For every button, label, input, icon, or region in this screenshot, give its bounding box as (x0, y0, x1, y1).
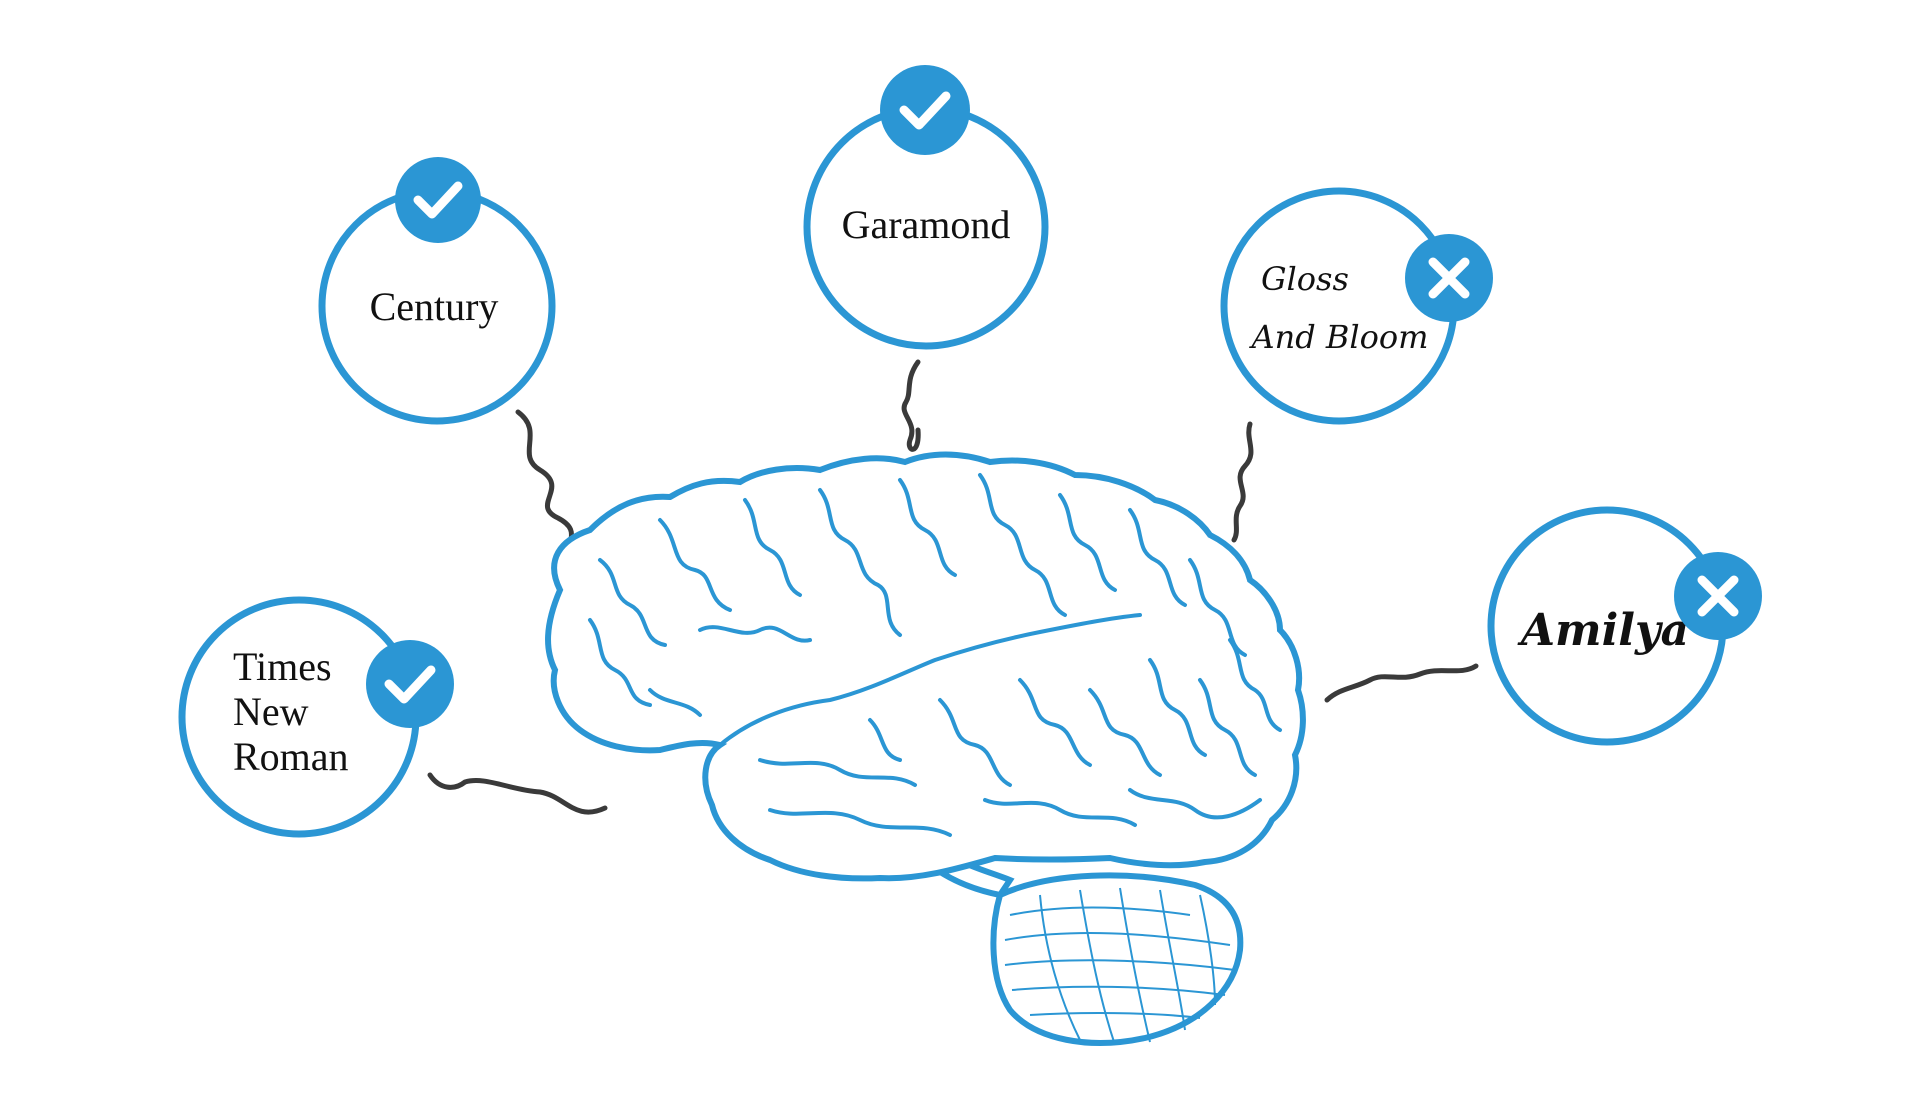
font-label-times-new-roman: Times New Roman (233, 644, 349, 779)
font-label-century: Century (370, 284, 499, 329)
bubble-century: Century (318, 157, 556, 425)
cerebellum-hatching (1004, 887, 1236, 1046)
lateral-fissure (718, 613, 1142, 747)
font-label-garamond: Garamond (842, 202, 1011, 247)
x-icon (1405, 234, 1493, 322)
check-icon (366, 640, 454, 728)
font-label-amilya: Amilya (1517, 605, 1689, 656)
check-icon (395, 157, 481, 243)
brain-gyri (588, 473, 1282, 837)
bubble-times-new-roman: Times New Roman (178, 596, 454, 838)
check-icon (880, 65, 970, 155)
bubble-garamond: Garamond (803, 65, 1049, 350)
cerebellum (990, 872, 1244, 1046)
connector-amilya (1324, 663, 1479, 703)
brain-illustration (545, 451, 1306, 1046)
connector-times-new-roman (427, 772, 608, 815)
bubble-amilya: Amilya (1487, 506, 1762, 746)
bubble-gloss-and-bloom: Gloss And Bloom (1220, 187, 1493, 425)
connector-gloss-and-bloom (1231, 421, 1254, 543)
cerebrum (545, 451, 1306, 882)
connectors (427, 359, 1479, 815)
font-label-gloss-and-bloom: Gloss And Bloom (1249, 260, 1429, 356)
connector-garamond (901, 359, 921, 452)
connector-century (515, 409, 581, 548)
x-icon (1674, 552, 1762, 640)
